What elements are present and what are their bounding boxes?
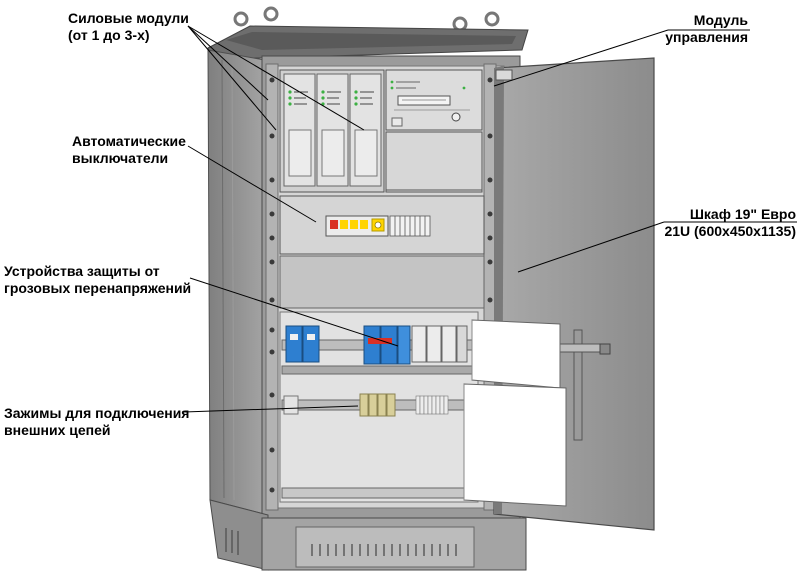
- callout-control-module: Модуль управления: [665, 12, 748, 46]
- power-module-3: [349, 73, 382, 187]
- callout-surge-protection-line1: Устройства защиты от: [4, 263, 160, 279]
- terminal-blocks: [283, 393, 449, 417]
- callout-cabinet-line2: 21U (600x450x1135): [664, 223, 796, 239]
- callout-cabinet-line1: Шкаф 19" Евро: [689, 206, 796, 222]
- bottom-bracket: [281, 487, 473, 499]
- breaker-panel: [279, 195, 485, 255]
- callout-breakers-line2: выключатели: [72, 150, 169, 166]
- cabinet-plinth: [209, 499, 527, 571]
- power-module-1: [283, 73, 316, 187]
- swing-out-panels: [463, 319, 567, 507]
- blank-panel: [279, 255, 485, 309]
- callout-control-module-line2: управления: [665, 29, 748, 45]
- callout-terminals-line2: внешних цепей: [4, 422, 111, 438]
- callout-terminals-line1: Зажимы для подключения: [4, 405, 190, 421]
- power-module-2: [316, 73, 349, 187]
- callout-surge-protection: Устройства защиты от грозовых перенапряж…: [4, 263, 191, 297]
- callout-breakers-line1: Автоматические: [72, 133, 186, 149]
- callout-cabinet: Шкаф 19" Евро 21U (600x450x1135): [664, 206, 796, 240]
- control-module: [385, 69, 483, 193]
- cabinet-side-panel: [207, 49, 269, 516]
- callout-leader-lines: [183, 25, 797, 413]
- gray-modules: [411, 325, 468, 363]
- callout-power-modules-line1: Силовые модули: [68, 10, 189, 26]
- callout-terminals: Зажимы для подключения внешних цепей: [4, 405, 189, 439]
- callout-breakers: Автоматические выключатели: [72, 133, 186, 167]
- door-handle: [573, 329, 583, 441]
- callout-power-modules-line2: (от 1 до 3-х): [68, 27, 150, 43]
- callout-surge-protection-line2: грозовых перенапряжений: [4, 280, 192, 296]
- callout-control-module-line1: Модуль: [693, 12, 748, 28]
- power-modules: [279, 69, 385, 193]
- callout-power-modules: Силовые модули (от 1 до 3-х): [68, 10, 189, 44]
- surge-protectors: [285, 325, 411, 365]
